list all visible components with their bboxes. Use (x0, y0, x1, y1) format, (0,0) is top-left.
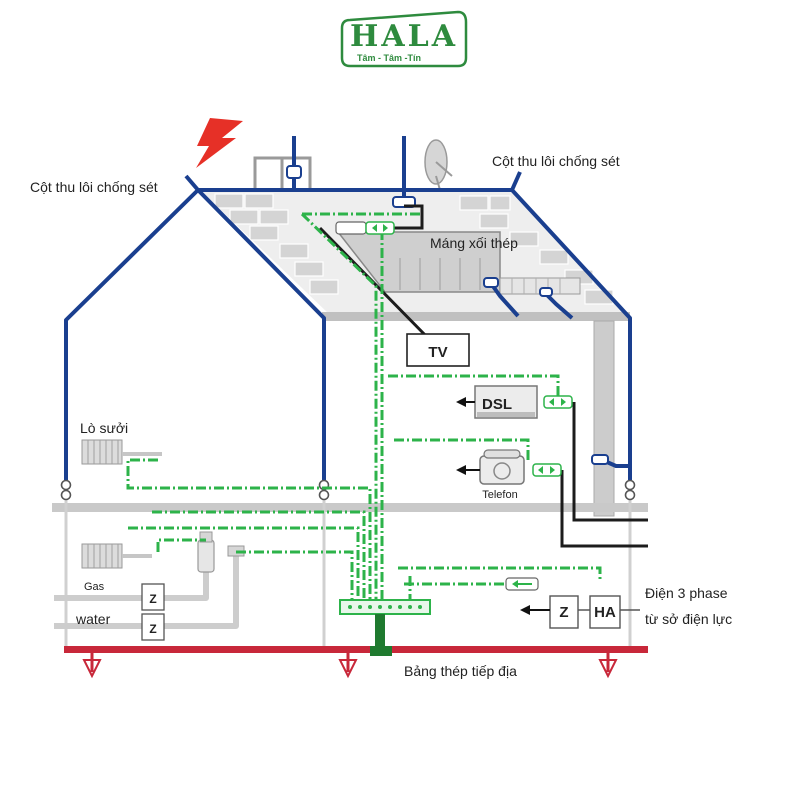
ground-strip-label: Bảng thép tiếp địa (404, 663, 517, 679)
dsl-label: DSL (482, 396, 512, 413)
lightning-rod-left-label: Cột thu lôi chống sét (30, 179, 158, 195)
heater-label: Lò sưởi (80, 420, 128, 436)
hala-logo: HALA Tâm - Tâm -Tín (340, 10, 468, 68)
water-meter: Z (141, 613, 165, 641)
equipotential-busbar (339, 599, 431, 650)
dsl-arrow-icon (456, 397, 466, 407)
satellite-dish-icon (424, 139, 453, 191)
dsl-modem: DSL (456, 385, 538, 419)
tv-box: TV (406, 333, 470, 367)
power-line2-label: từ sở điện lực (645, 611, 732, 627)
water-label: water (75, 611, 111, 627)
power-line1-label: Điện 3 phase (645, 585, 728, 601)
down-conductors (64, 136, 632, 480)
tv-label: TV (428, 344, 447, 361)
gas-label: Gas (84, 581, 105, 593)
power-meter-label: Z (559, 604, 568, 621)
power-meter: Z (520, 595, 590, 629)
logo-tagline: Tâm - Tâm -Tín (357, 53, 421, 63)
main-connection-box: HA (589, 595, 640, 629)
lightning-rod-right-label: Cột thu lôi chống sét (492, 153, 620, 169)
telefon-label: Telefon (482, 489, 517, 501)
gas-meter: Z (141, 583, 165, 611)
lightning-bolt-icon (196, 118, 243, 168)
floor-slab (52, 503, 648, 512)
steel-gutter (336, 231, 581, 295)
steel-gutter-label: Máng xối thép (430, 235, 518, 251)
power-arrow-icon (520, 605, 530, 615)
eave-gutter (322, 312, 630, 321)
downpipe (593, 320, 615, 517)
phone-dial-icon (493, 462, 511, 480)
water-meter-label: Z (149, 622, 156, 636)
ha-label: HA (594, 604, 616, 621)
telefon-arrow-icon (456, 465, 466, 475)
radiator-lower-icon (81, 543, 152, 569)
ground-strip (64, 646, 648, 679)
gas-meter-label: Z (149, 592, 156, 606)
boiler-valve (197, 539, 215, 573)
conductor-clamps (286, 165, 609, 465)
telefon-device: Telefon (456, 449, 525, 501)
logo-name: HALA (350, 19, 458, 54)
test-joints (60, 479, 636, 501)
radiator-upper-icon (81, 439, 162, 465)
bonding-clamps (335, 221, 573, 591)
